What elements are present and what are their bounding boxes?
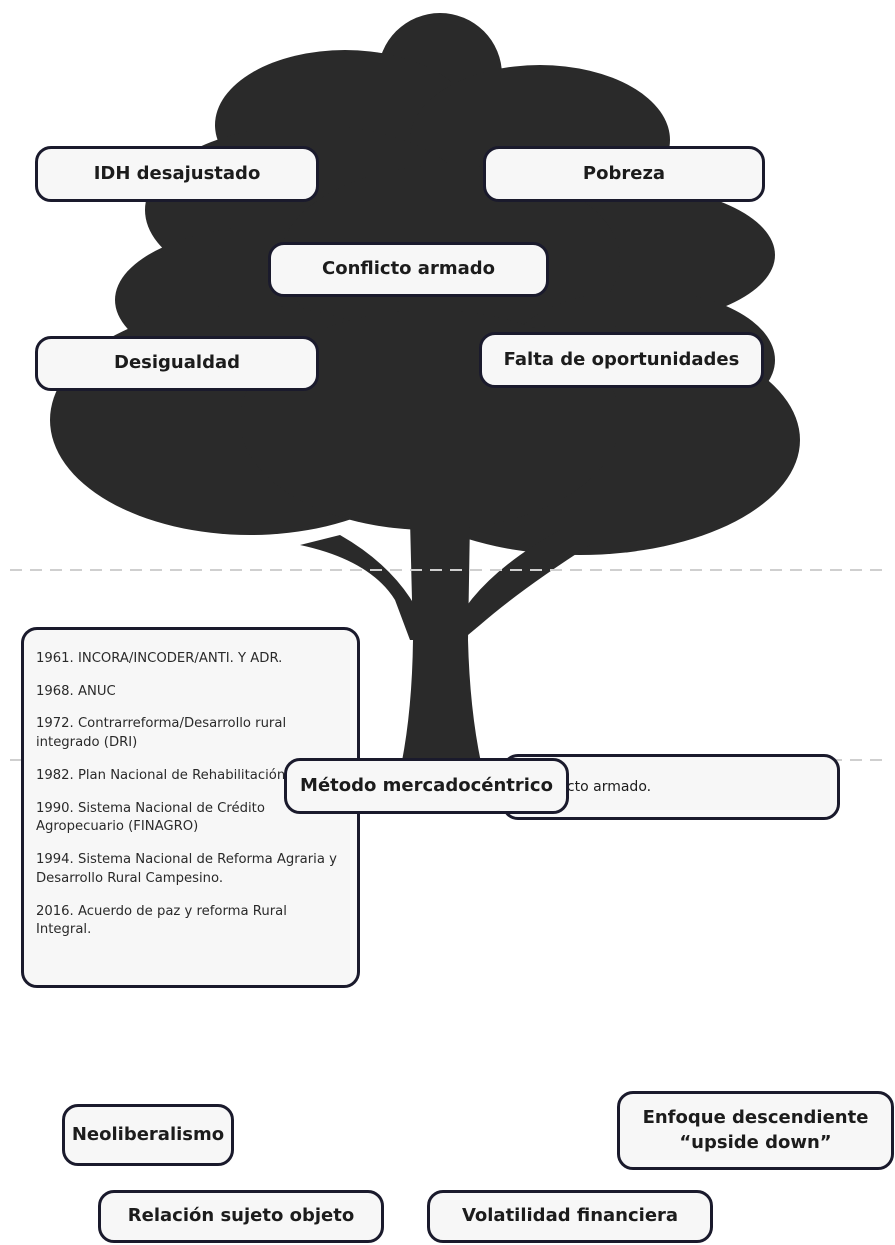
timeline-list: 1961. INCORA/INCODER/ANTI. Y ADR. 1968. … bbox=[36, 650, 339, 940]
cause-box-relacion: Relación sujeto objeto bbox=[98, 1190, 384, 1243]
effect-box-pobreza: Pobreza bbox=[483, 146, 765, 202]
effect-label: Desigualdad bbox=[114, 352, 240, 374]
effect-label: Pobreza bbox=[582, 162, 666, 184]
cause-box-enfoque: Enfoque descendiente “upside down” bbox=[617, 1091, 894, 1170]
timeline-item: 2016. Acuerdo de paz y reforma Rural Int… bbox=[36, 903, 287, 938]
timeline-item: 1990. Sistema Nacional de Crédito Agrope… bbox=[36, 800, 265, 835]
effect-box-conflicto: Conflicto armado bbox=[268, 242, 549, 297]
effect-label: Conflicto armado bbox=[322, 258, 495, 280]
effect-label: Falta de oportunidades bbox=[503, 348, 740, 370]
timeline-item: 1982. Plan Nacional de Rehabilitación (P… bbox=[36, 767, 327, 783]
timeline-item: 1994. Sistema Nacional de Reforma Agrari… bbox=[36, 852, 337, 886]
cause-label: Neoliberalismo bbox=[71, 1123, 225, 1145]
timeline-item: 1972. Contrarreforma/Desarrollo rural in… bbox=[36, 716, 287, 751]
cause-label: Enfoque descendiente “upside down” bbox=[642, 1107, 869, 1153]
cause-box-volatilidad: Volatilidad financiera bbox=[427, 1190, 713, 1243]
effect-box-desigualdad: Desigualdad bbox=[35, 336, 319, 391]
timeline-panel: 1961. INCORA/INCODER/ANTI. Y ADR. 1968. … bbox=[21, 627, 360, 988]
effect-box-oportunidades: Falta de oportunidades bbox=[479, 332, 764, 388]
effect-box-idh: IDH desajustado bbox=[35, 146, 319, 202]
effect-label: IDH desajustado bbox=[93, 162, 261, 184]
cause-box-neoliberalismo: Neoliberalismo bbox=[62, 1104, 234, 1166]
cause-label: Método mercadocéntrico bbox=[300, 774, 553, 796]
cause-label: Volatilidad financiera bbox=[461, 1205, 679, 1227]
cause-box-metodo: Método mercadocéntrico bbox=[284, 758, 569, 814]
timeline-item: 1968. ANUC bbox=[36, 683, 116, 699]
cause-label: Relación sujeto objeto bbox=[127, 1205, 355, 1227]
timeline-item: 1961. INCORA/INCODER/ANTI. Y ADR. bbox=[36, 651, 283, 666]
